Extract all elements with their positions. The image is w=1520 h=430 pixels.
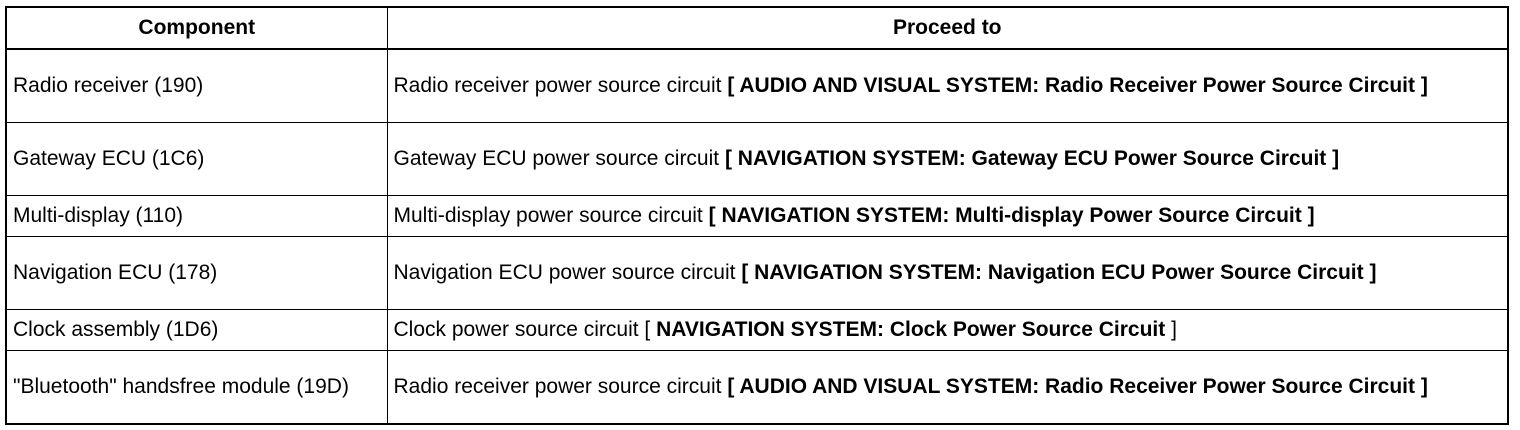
circuit-text: Radio receiver power source circuit: [393, 74, 722, 97]
component-cell: Navigation ECU (178): [5, 236, 388, 310]
table-row: Radio receiver (190) Radio receiver powe…: [5, 48, 1509, 123]
reference-suffix: ]: [1171, 318, 1177, 341]
proceed-to-cell: Navigation ECU power source circuit [ NA…: [386, 236, 1509, 310]
component-cell: "Bluetooth" handsfree module (19D): [5, 350, 388, 425]
table-row: Navigation ECU (178) Navigation ECU powe…: [5, 236, 1509, 310]
table-row: Multi-display (110) Multi-display power …: [5, 195, 1509, 237]
component-cell: Clock assembly (1D6): [5, 309, 388, 351]
reference-link[interactable]: [ NAVIGATION SYSTEM: Multi-display Power…: [708, 204, 1315, 227]
table-row: Clock assembly (1D6) Clock power source …: [5, 309, 1509, 351]
reference-link[interactable]: [ NAVIGATION SYSTEM: Gateway ECU Power S…: [724, 147, 1340, 170]
component-cell: Radio receiver (190): [5, 48, 388, 123]
circuit-text: Navigation ECU power source circuit: [393, 261, 736, 284]
reference-link[interactable]: [ AUDIO AND VISUAL SYSTEM: Radio Receive…: [727, 74, 1428, 97]
header-component: Component: [5, 6, 388, 50]
circuit-text: Radio receiver power source circuit: [393, 375, 722, 398]
reference-link[interactable]: [ AUDIO AND VISUAL SYSTEM: Radio Receive…: [727, 375, 1428, 398]
proceed-to-cell: Multi-display power source circuit [ NAV…: [386, 195, 1509, 237]
reference-link[interactable]: NAVIGATION SYSTEM: Clock Power Source Ci…: [656, 318, 1166, 341]
component-procedure-table: Component Proceed to Radio receiver (190…: [5, 6, 1509, 425]
proceed-to-cell: Clock power source circuit [ NAVIGATION …: [386, 309, 1509, 351]
proceed-to-cell: Radio receiver power source circuit [ AU…: [386, 350, 1509, 425]
proceed-to-cell: Gateway ECU power source circuit [ NAVIG…: [386, 122, 1509, 196]
table-row: Gateway ECU (1C6) Gateway ECU power sour…: [5, 122, 1509, 196]
reference-link[interactable]: [ NAVIGATION SYSTEM: Navigation ECU Powe…: [741, 261, 1377, 284]
circuit-text: Multi-display power source circuit: [393, 204, 703, 227]
component-cell: Multi-display (110): [5, 195, 388, 237]
proceed-to-cell: Radio receiver power source circuit [ AU…: [386, 48, 1509, 123]
circuit-text: Clock power source circuit [: [393, 318, 651, 341]
circuit-text: Gateway ECU power source circuit: [393, 147, 720, 170]
component-cell: Gateway ECU (1C6): [5, 122, 388, 196]
header-proceed-to: Proceed to: [386, 6, 1509, 50]
table-header-row: Component Proceed to: [5, 6, 1509, 50]
table-row: "Bluetooth" handsfree module (19D) Radio…: [5, 350, 1509, 425]
